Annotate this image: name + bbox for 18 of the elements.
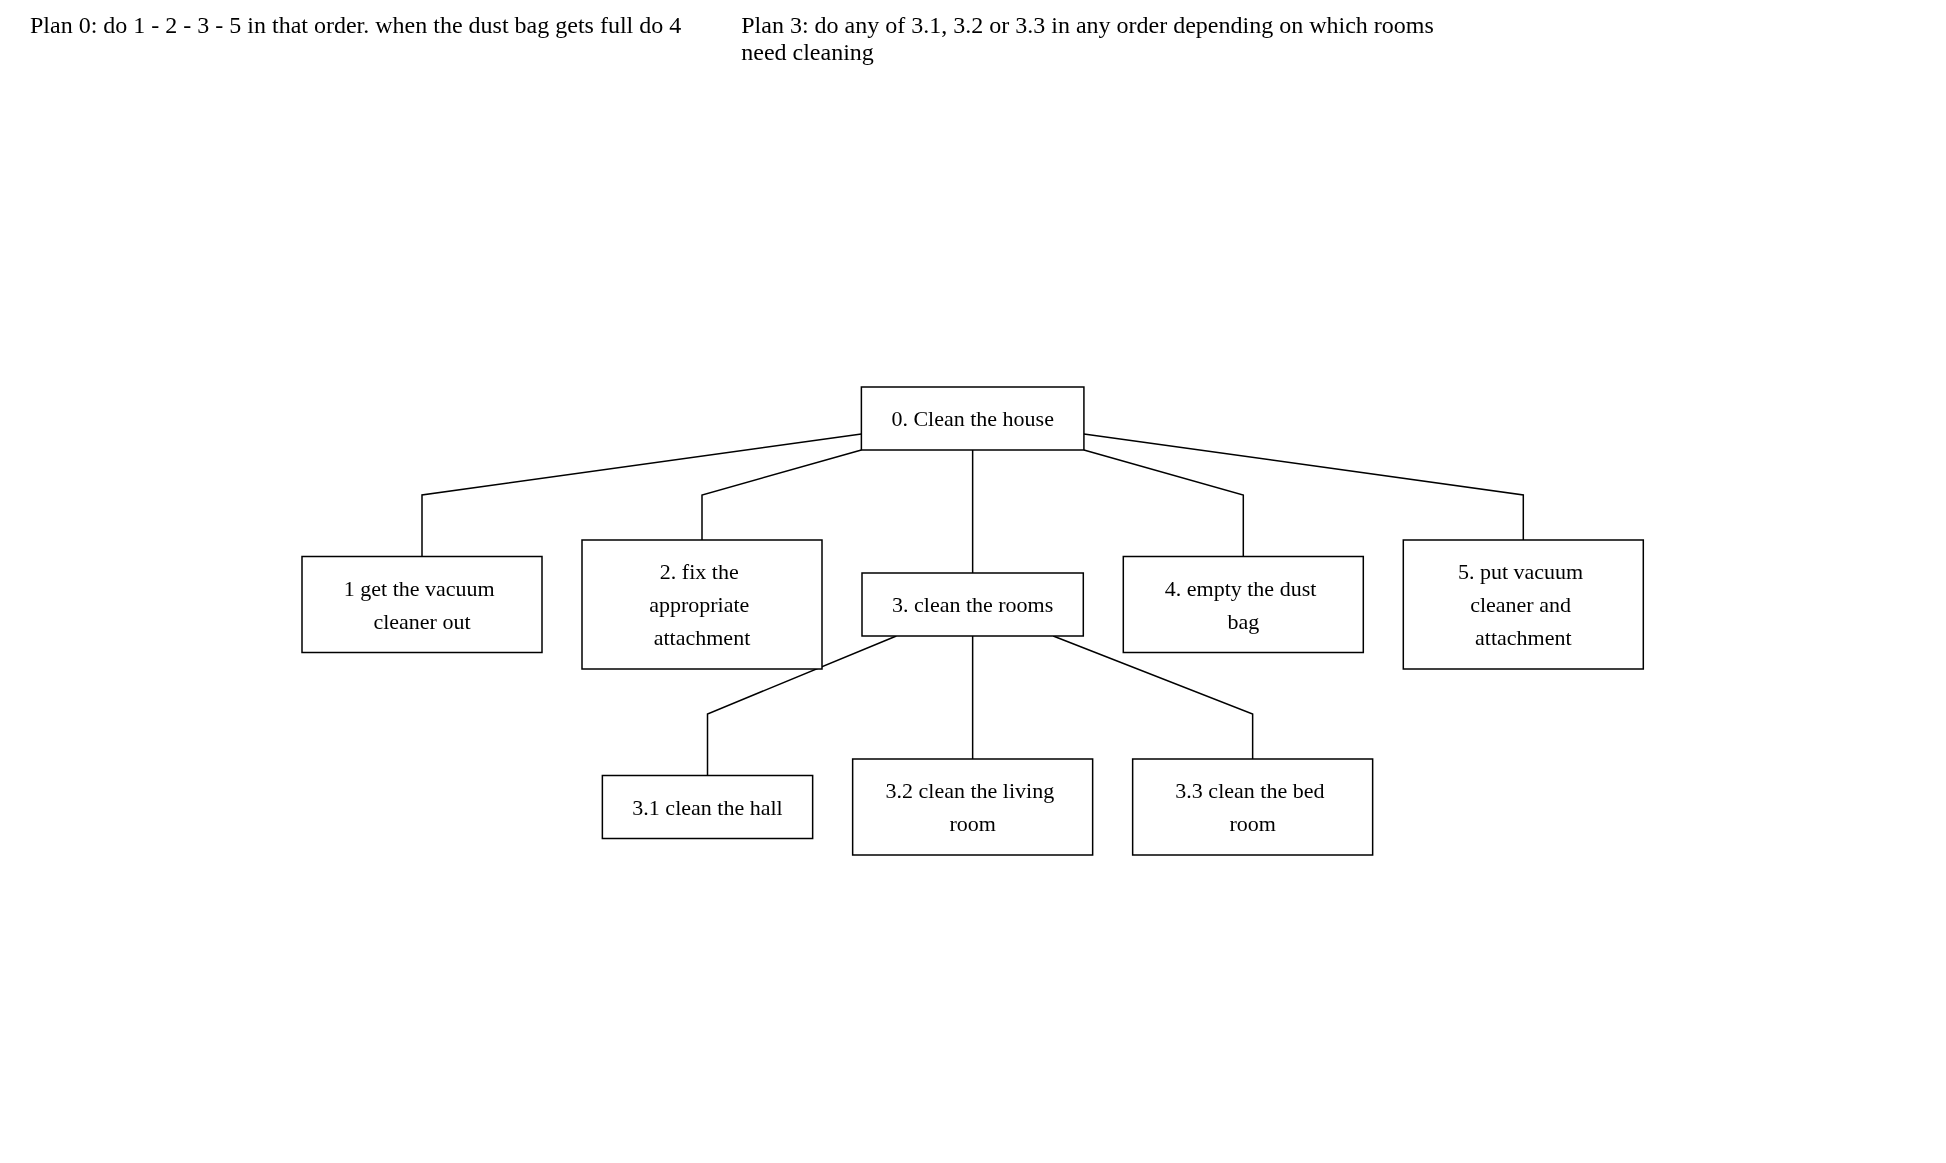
connector: [701, 448, 863, 541]
connector: [972, 448, 974, 574]
connector: [972, 634, 974, 760]
plan-note: Plan 3: do any of 3.1, 3.2 or 3.3 in any order depending on which rooms need cleaning: [741, 12, 1435, 66]
connector: [1083, 448, 1245, 557]
connector: [421, 432, 863, 557]
node-box: 3. clean the rooms: [861, 571, 1085, 637]
node-box: 3.3 clean the bed room: [1132, 757, 1374, 856]
connector: [1052, 634, 1254, 760]
node-box: 1 get the vacuum cleaner out: [301, 555, 544, 653]
node-box: 3.2 clean the living room: [852, 757, 1094, 856]
connector: [707, 634, 898, 776]
node-box: 5. put vacuum cleaner and attachment: [1402, 538, 1645, 670]
node-box: 4. empty the dust bag: [1122, 555, 1365, 653]
plan-note: Plan 0: do 1 - 2 - 3 - 5 in that order. when the dust bag gets full do 4: [30, 12, 682, 40]
node-box: 2. fix the appropriate attachment: [581, 538, 824, 670]
node-box: 3.1 clean the hall: [601, 774, 814, 839]
node-box: 0. Clean the house: [861, 385, 1085, 451]
